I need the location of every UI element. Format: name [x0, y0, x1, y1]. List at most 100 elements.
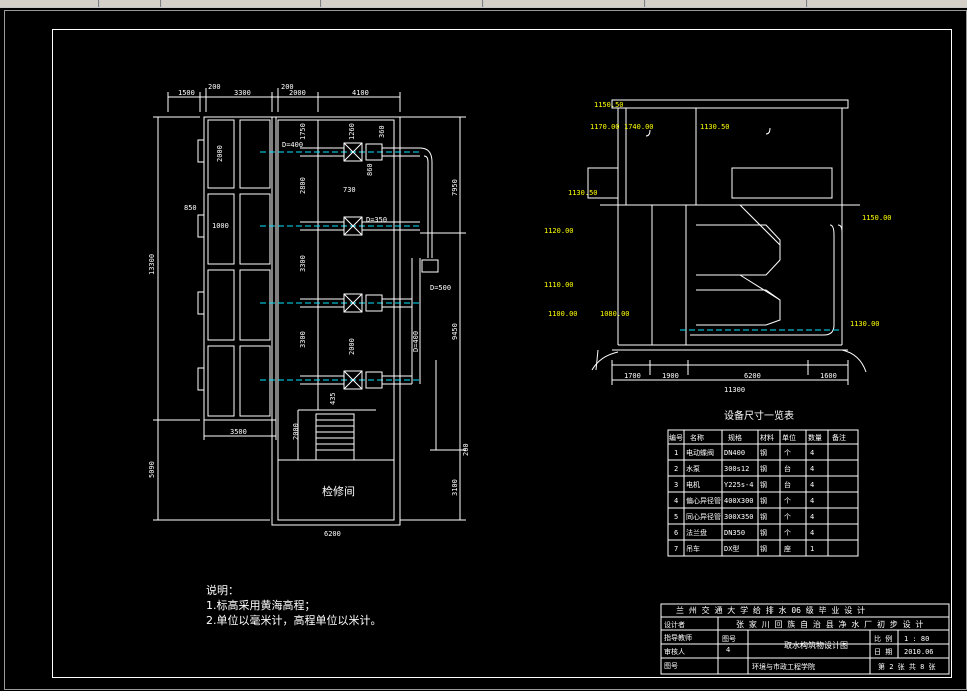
table-header-cell: 备注 — [832, 433, 846, 442]
table-cell: 4 — [810, 465, 814, 473]
table-cell: 6 — [674, 529, 678, 537]
window-tab[interactable] — [808, 0, 967, 7]
table-cell: 个 — [784, 497, 791, 505]
elevation-mark: 1110.00 — [544, 281, 574, 289]
dim-label: 200 — [462, 443, 470, 456]
table-cell: 座 — [784, 544, 791, 553]
table-cell: 台 — [784, 464, 791, 473]
table-cell: DN350 — [724, 529, 745, 537]
dim-label: 2000 — [292, 423, 300, 440]
section-view — [587, 99, 867, 385]
dim-label: 2000 — [289, 89, 306, 97]
table-cell: 5 — [674, 513, 678, 521]
drawing-title: 取水构筑物设计图 — [784, 640, 848, 650]
dim-label: 1260 — [348, 123, 356, 140]
table-cell: 钢 — [760, 496, 767, 505]
dim-label: 435 — [329, 392, 337, 405]
table-cell: 400X300 — [724, 497, 754, 505]
pipe-label: D=400 — [282, 141, 303, 149]
dim-label: 3500 — [230, 428, 247, 436]
department: 环境与市政工程学院 — [752, 662, 815, 671]
room-label: 检修间 — [322, 484, 355, 498]
elevation-mark: 1150.50 — [594, 101, 624, 109]
dim-label: 13300 — [148, 254, 156, 275]
table-cell: 个 — [784, 449, 791, 457]
elevation-mark: 1740.00 — [624, 123, 654, 131]
dim-label: 3100 — [451, 479, 459, 496]
table-cell: 4 — [674, 497, 678, 505]
dim-label: 9450 — [451, 323, 459, 340]
plan-dimensions: 1500 200 3300 200 2000 4100 13300 5090 7… — [148, 83, 470, 538]
title-block-label: 指导教师 — [664, 633, 692, 642]
figure-label: 图号 — [722, 635, 736, 643]
window-tab[interactable] — [646, 0, 807, 7]
table-cell: 300s12 — [724, 465, 749, 473]
table-cell: DX型 — [724, 544, 739, 553]
dim-label: 3300 — [234, 89, 251, 97]
dim-label: 200 — [281, 83, 294, 91]
dim-label: 11300 — [724, 386, 745, 394]
dim-label: 3300 — [299, 331, 307, 348]
dim-label: 2000 — [348, 338, 356, 355]
table-cell: 4 — [810, 497, 814, 505]
table-cell: 钢 — [760, 480, 767, 489]
table-header: 编号 名称 规格 材料 单位 数量 备注 — [669, 433, 846, 442]
elevation-mark: 1170.00 — [590, 123, 620, 131]
table-header-cell: 名称 — [690, 433, 704, 442]
scale-label: 比 例 — [874, 634, 892, 643]
dim-label: 5090 — [148, 461, 156, 478]
table-cell: 7 — [674, 545, 678, 553]
plan-view — [153, 88, 466, 526]
equipment-table — [667, 429, 859, 557]
elevation-mark: 1130.50 — [700, 123, 730, 131]
section-elevations: 1150.50 1170.00 1740.00 1130.50 1130.50 … — [544, 101, 892, 394]
sheet-number: 第 2 张 共 8 张 — [878, 662, 936, 671]
table-cell: 4 — [810, 529, 814, 537]
table-header-cell: 数量 — [808, 433, 822, 442]
elevation-mark: 1120.00 — [544, 227, 574, 235]
dim-label: 850 — [184, 204, 197, 212]
dim-label: 2000 — [216, 145, 224, 162]
date-label: 日 期 — [874, 648, 892, 656]
dim-label: 4100 — [352, 89, 369, 97]
elevation-mark: 1150.00 — [862, 214, 892, 222]
window-tab[interactable] — [100, 0, 161, 7]
notes: 说明： 1.标高采用黄海高程； 2.单位以毫米计，高程单位以米计。 — [206, 583, 382, 627]
dim-label: 6200 — [744, 372, 761, 380]
title-block — [660, 603, 950, 675]
dim-label: 860 — [366, 163, 374, 176]
note-item: 1.标高采用黄海高程； — [206, 598, 316, 612]
dim-label: 200 — [208, 83, 221, 91]
table-cell: 钢 — [760, 512, 767, 521]
dim-label: 1700 — [624, 372, 641, 380]
table-cell: 2 — [674, 465, 678, 473]
table-cell: 电机 — [686, 480, 700, 489]
title-block-text: 兰 州 交 通 大 学 给 排 水 06 级 毕 业 设 计 张 家 川 回 族… — [664, 605, 936, 671]
table-header-cell: 材料 — [760, 433, 774, 442]
university-title: 兰 州 交 通 大 学 给 排 水 06 级 毕 业 设 计 — [676, 605, 865, 615]
table-cell: 4 — [810, 449, 814, 457]
window-tab[interactable] — [162, 0, 321, 7]
dim-label: 1900 — [662, 372, 679, 380]
table-cell: 4 — [810, 481, 814, 489]
window-tab[interactable] — [484, 0, 645, 7]
dim-label: 730 — [343, 186, 356, 194]
dim-label: 360 — [378, 125, 386, 138]
table-cell: 1 — [674, 449, 678, 457]
dim-label: 1750 — [299, 123, 307, 140]
notes-heading: 说明： — [206, 583, 239, 597]
dim-label: 2800 — [299, 177, 307, 194]
title-block-label: 设计者 — [664, 620, 685, 629]
drawing-frame — [52, 29, 952, 678]
project-title: 张 家 川 回 族 自 治 县 净 水 厂 初 步 设 计 — [736, 619, 923, 629]
elevation-mark: 1130.50 — [568, 189, 598, 197]
title-block-label: 图号 — [664, 662, 678, 670]
window-tab[interactable] — [322, 0, 483, 7]
dim-label: 1500 — [178, 89, 195, 97]
pipe-label: D=400 — [412, 331, 420, 352]
scale-value: 1 : 80 — [904, 635, 929, 643]
window-tab[interactable] — [0, 0, 99, 7]
date-value: 2010.06 — [904, 648, 934, 656]
